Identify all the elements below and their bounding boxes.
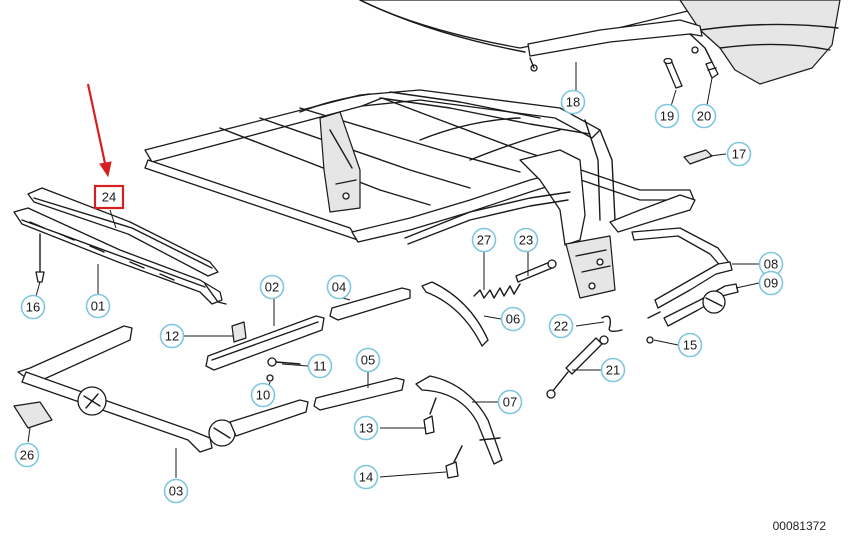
top-frame — [144, 89, 731, 299]
callout-21-label: 21 — [606, 363, 620, 378]
clip-fastener — [705, 61, 719, 79]
callout-15-label: 15 — [683, 338, 697, 353]
bolt-23 — [515, 259, 557, 283]
seal-strip-02 — [205, 315, 325, 371]
front-header-rail-01 — [13, 207, 227, 305]
callout-10[interactable]: 10 — [250, 382, 276, 408]
callout-04-label: 04 — [332, 280, 346, 295]
callout-07[interactable]: 07 — [497, 389, 523, 415]
side-seal-upper — [404, 191, 571, 245]
callout-02-label: 02 — [265, 280, 279, 295]
callout-11[interactable]: 11 — [307, 353, 333, 379]
leader-lines — [27, 62, 760, 478]
callout-01[interactable]: 01 — [85, 293, 111, 319]
callout-09[interactable]: 09 — [758, 270, 784, 296]
curved-seal-07 — [415, 375, 503, 465]
seal-strip-05 — [313, 377, 405, 411]
screw-16 — [35, 233, 45, 283]
callout-23-label: 23 — [519, 233, 533, 248]
callout-06[interactable]: 06 — [500, 306, 526, 332]
cushion-pad — [683, 149, 713, 165]
rear-seal-08 — [654, 261, 733, 309]
retaining-clip-12 — [231, 321, 247, 343]
rear-seal-09 — [663, 283, 739, 327]
spring-27 — [473, 283, 521, 299]
screw-11 — [267, 357, 301, 367]
callout-20-label: 20 — [697, 109, 711, 124]
callout-11-label: 11 — [313, 359, 327, 374]
screw-13 — [423, 397, 437, 435]
callout-23[interactable]: 23 — [513, 227, 539, 253]
callout-18[interactable]: 18 — [560, 89, 586, 115]
callout-02[interactable]: 02 — [259, 274, 285, 300]
callout-26-label: 26 — [20, 448, 34, 463]
diagram-code: 00081372 — [773, 519, 827, 533]
callout-14-label: 14 — [359, 470, 373, 485]
side-frame-03 — [17, 325, 309, 453]
callout-22-label: 22 — [554, 319, 568, 334]
callout-12-label: 12 — [165, 329, 179, 344]
callout-14[interactable]: 14 — [353, 464, 379, 490]
callout-13[interactable]: 13 — [353, 415, 379, 441]
callout-16-label: 16 — [26, 300, 40, 315]
highlight-arrow — [86, 83, 112, 178]
callout-05[interactable]: 05 — [355, 347, 381, 373]
callout-16[interactable]: 16 — [20, 294, 46, 320]
callout-20[interactable]: 20 — [691, 103, 717, 129]
callout-10-label: 10 — [256, 388, 270, 403]
convertible-top-cover — [359, 0, 841, 85]
callout-09-label: 09 — [764, 276, 778, 291]
callout-18-label: 18 — [566, 95, 580, 110]
curved-seal-06 — [421, 281, 489, 347]
callout-03-label: 03 — [169, 484, 183, 499]
screw-15 — [646, 311, 661, 344]
callout-17-label: 17 — [732, 147, 746, 162]
screw-14 — [445, 445, 463, 479]
spring-clip-22 — [601, 315, 623, 333]
callout-07-label: 07 — [503, 395, 517, 410]
front-seal-strip-24 — [27, 187, 219, 277]
callout-05-label: 05 — [361, 353, 375, 368]
gas-strut-21 — [546, 335, 609, 399]
callout-12[interactable]: 12 — [159, 323, 185, 349]
callout-03[interactable]: 03 — [163, 478, 189, 504]
callout-13-label: 13 — [359, 421, 373, 436]
callout-08[interactable]: 08 — [758, 251, 784, 277]
callout-19-label: 19 — [660, 109, 674, 124]
callout-15[interactable]: 15 — [677, 332, 703, 358]
callout-06-label: 06 — [506, 312, 520, 327]
seal-strip-04 — [329, 287, 411, 321]
callout-24-highlighted[interactable]: 24 — [93, 184, 125, 210]
callout-27[interactable]: 27 — [471, 227, 497, 253]
washer-10 — [266, 374, 274, 382]
callout-17[interactable]: 17 — [726, 141, 752, 167]
callout-08-label: 08 — [764, 257, 778, 272]
callout-27-label: 27 — [477, 233, 491, 248]
callout-21[interactable]: 21 — [600, 357, 626, 383]
guide-pin — [663, 57, 683, 89]
callout-26[interactable]: 26 — [14, 442, 40, 468]
callout-24-label: 24 — [102, 190, 116, 205]
callout-01-label: 01 — [91, 299, 105, 314]
callout-04[interactable]: 04 — [326, 274, 352, 300]
callout-19[interactable]: 19 — [654, 103, 680, 129]
rubber-pad-26 — [13, 401, 53, 429]
callout-22[interactable]: 22 — [548, 313, 574, 339]
top-trim-strip — [527, 19, 713, 72]
